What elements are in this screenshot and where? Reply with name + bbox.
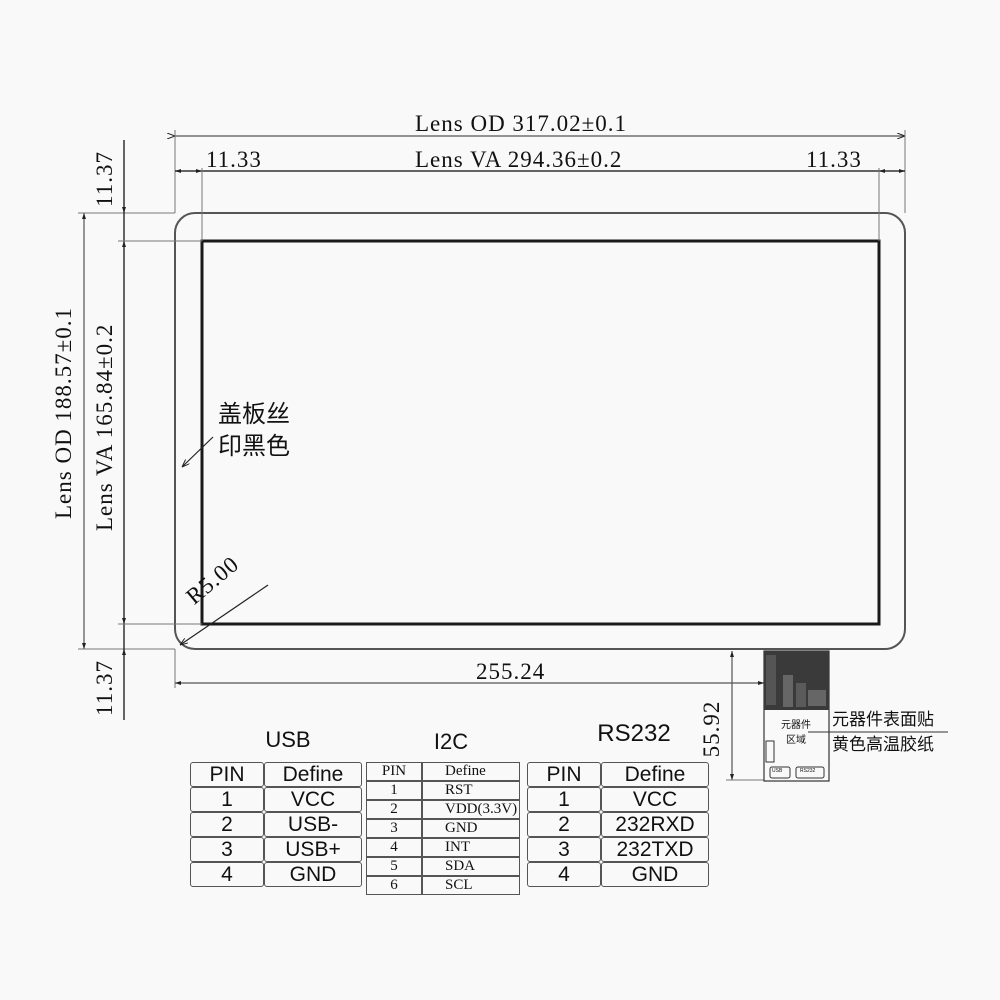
pin-cell: 1 bbox=[366, 781, 422, 800]
view-area-outline bbox=[200, 239, 881, 626]
fpc-offset-label: 255.24 bbox=[476, 659, 546, 684]
header-pin: PIN bbox=[527, 762, 601, 787]
define-cell: GND bbox=[264, 862, 362, 887]
fpc-area-line1: 元器件 bbox=[781, 720, 811, 731]
component-tape-note-line2: 黄色高温胶纸 bbox=[832, 735, 934, 755]
fpc-area-line2: 区域 bbox=[786, 735, 806, 746]
pin-cell: 3 bbox=[190, 837, 264, 862]
pin-cell: 2 bbox=[527, 812, 601, 837]
table-header-row: PIN Define bbox=[366, 762, 520, 781]
header-define: Define bbox=[422, 762, 520, 781]
define-cell: SDA bbox=[422, 857, 520, 876]
define-cell: VCC bbox=[601, 787, 709, 812]
lens-va-width-label: Lens VA 294.36±0.2 bbox=[415, 147, 623, 172]
table-header-row: PIN Define bbox=[190, 762, 362, 787]
header-define: Define bbox=[264, 762, 362, 787]
lens-od-height-label: Lens OD 188.57±0.1 bbox=[51, 306, 76, 519]
top-margin-label: 11.37 bbox=[92, 151, 117, 207]
left-margin-label: 11.33 bbox=[206, 147, 262, 172]
pin-cell: 2 bbox=[366, 800, 422, 819]
i2c-table-title: I2C bbox=[433, 729, 469, 754]
usb-table-title: USB bbox=[265, 727, 311, 752]
header-define: Define bbox=[601, 762, 709, 787]
define-cell: GND bbox=[422, 819, 520, 838]
component-tape-note-line1: 元器件表面贴 bbox=[832, 710, 934, 730]
header-pin: PIN bbox=[366, 762, 422, 781]
pin-cell: 5 bbox=[366, 857, 422, 876]
silkscreen-note-line2: 印黑色 bbox=[218, 432, 290, 460]
lens-od-width-label: Lens OD 317.02±0.1 bbox=[415, 111, 628, 136]
lens-outline bbox=[174, 212, 906, 650]
define-cell: SCL bbox=[422, 876, 520, 895]
component-tape-note: 元器件表面贴 黄色高温胶纸 bbox=[832, 708, 934, 758]
rs232-table-title: RS232 bbox=[597, 720, 671, 747]
define-cell: GND bbox=[601, 862, 709, 887]
fpc-component-area: 元器件 区域 bbox=[768, 718, 824, 748]
define-cell: VDD(3.3V) bbox=[422, 800, 520, 819]
silkscreen-note-line1: 盖板丝 bbox=[218, 400, 290, 428]
pin-cell: 4 bbox=[366, 838, 422, 857]
define-cell: USB+ bbox=[264, 837, 362, 862]
pin-cell: 3 bbox=[527, 837, 601, 862]
pin-cell: 1 bbox=[190, 787, 264, 812]
silkscreen-note: 盖板丝 印黑色 bbox=[218, 398, 290, 462]
pin-cell: 4 bbox=[527, 862, 601, 887]
bottom-margin-label: 11.37 bbox=[92, 660, 117, 716]
pin-cell: 1 bbox=[527, 787, 601, 812]
header-pin: PIN bbox=[190, 762, 264, 787]
define-cell: 232TXD bbox=[601, 837, 709, 862]
pin-cell: 3 bbox=[366, 819, 422, 838]
define-cell: USB- bbox=[264, 812, 362, 837]
define-cell: 232RXD bbox=[601, 812, 709, 837]
define-cell: RST bbox=[422, 781, 520, 800]
pin-cell: 4 bbox=[190, 862, 264, 887]
table-header-row: PIN Define bbox=[527, 762, 709, 787]
define-cell: VCC bbox=[264, 787, 362, 812]
pin-cell: 6 bbox=[366, 876, 422, 895]
define-cell: INT bbox=[422, 838, 520, 857]
fpc-usb-connector-label: USB bbox=[772, 768, 783, 774]
pin-cell: 2 bbox=[190, 812, 264, 837]
fpc-rs232-connector-label: RS232 bbox=[800, 768, 816, 774]
right-margin-label: 11.33 bbox=[806, 147, 862, 172]
lens-va-height-label: Lens VA 165.84±0.2 bbox=[92, 323, 117, 531]
